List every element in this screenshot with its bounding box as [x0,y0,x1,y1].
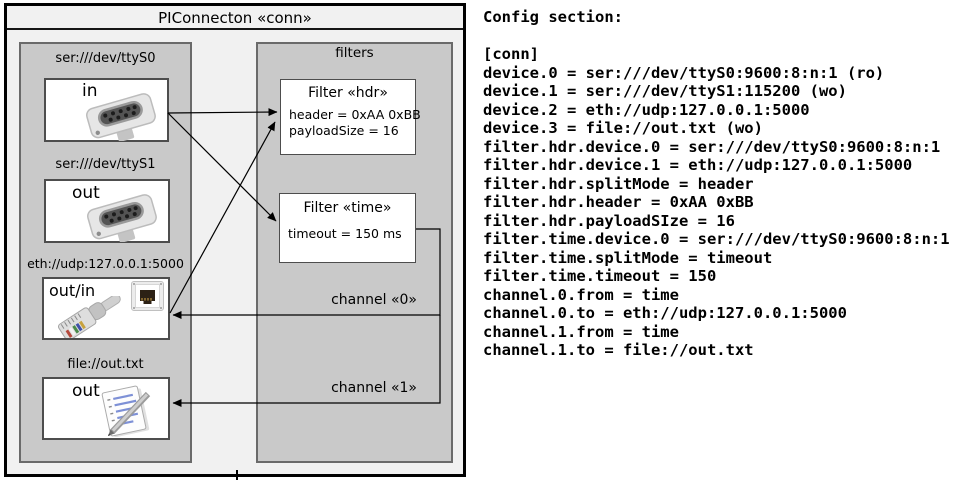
channel-1-label: channel «1» [331,380,417,396]
device-port-label: out/in [49,281,96,300]
config-lines: [conn] device.0 = ser:///dev/ttyS0:9600:… [483,45,950,359]
frame-title: PIConnecton «conn» [158,9,312,27]
device-box-file-out: out [42,377,170,440]
frame-title-separator [7,28,463,30]
ethernet-plug-icon [57,296,121,338]
filter-box-time: Filter «time» timeout = 150 ms [279,193,416,263]
serial-connector-icon [87,194,157,242]
device-port-label: out [72,381,100,401]
filter-property: timeout = 150 ms [288,226,402,241]
device-label-eth-udp: eth://udp:127.0.0.1:5000 [27,256,184,271]
filters-panel-title: filters [335,45,374,61]
device-label-ttyS1: ser:///dev/ttyS1 [55,157,156,172]
ethernet-jack-icon [131,281,164,311]
channel-0-label: channel «0» [331,292,417,308]
device-label-ttyS0: ser:///dev/ttyS0 [55,51,156,66]
device-port-label: out [72,183,100,203]
filter-properties: timeout = 150 ms [288,226,402,242]
filter-title: Filter «time» [303,200,392,216]
filter-box-hdr: Filter «hdr» header = 0xAA 0xBB payloadS… [280,79,421,155]
filter-property: payloadSize = 16 [289,123,399,138]
device-box-eth-udp: out/in [42,277,170,340]
device-box-ttyS1: out [44,179,170,243]
device-port-label: in [82,81,98,101]
config-section: Config section: [conn] device.0 = ser://… [483,8,963,360]
serial-connector-icon [86,93,156,141]
filter-property: header = 0xAA 0xBB [289,107,421,122]
filter-properties: header = 0xAA 0xBB payloadSize = 16 [289,107,421,139]
filter-title: Filter «hdr» [308,85,388,101]
device-box-ttyS0: in [44,78,169,142]
device-label-file-out: file://out.txt [67,357,144,372]
config-heading: Config section: [483,8,623,26]
frame-bottom-tick [236,470,238,480]
notepad-icon [101,385,151,437]
